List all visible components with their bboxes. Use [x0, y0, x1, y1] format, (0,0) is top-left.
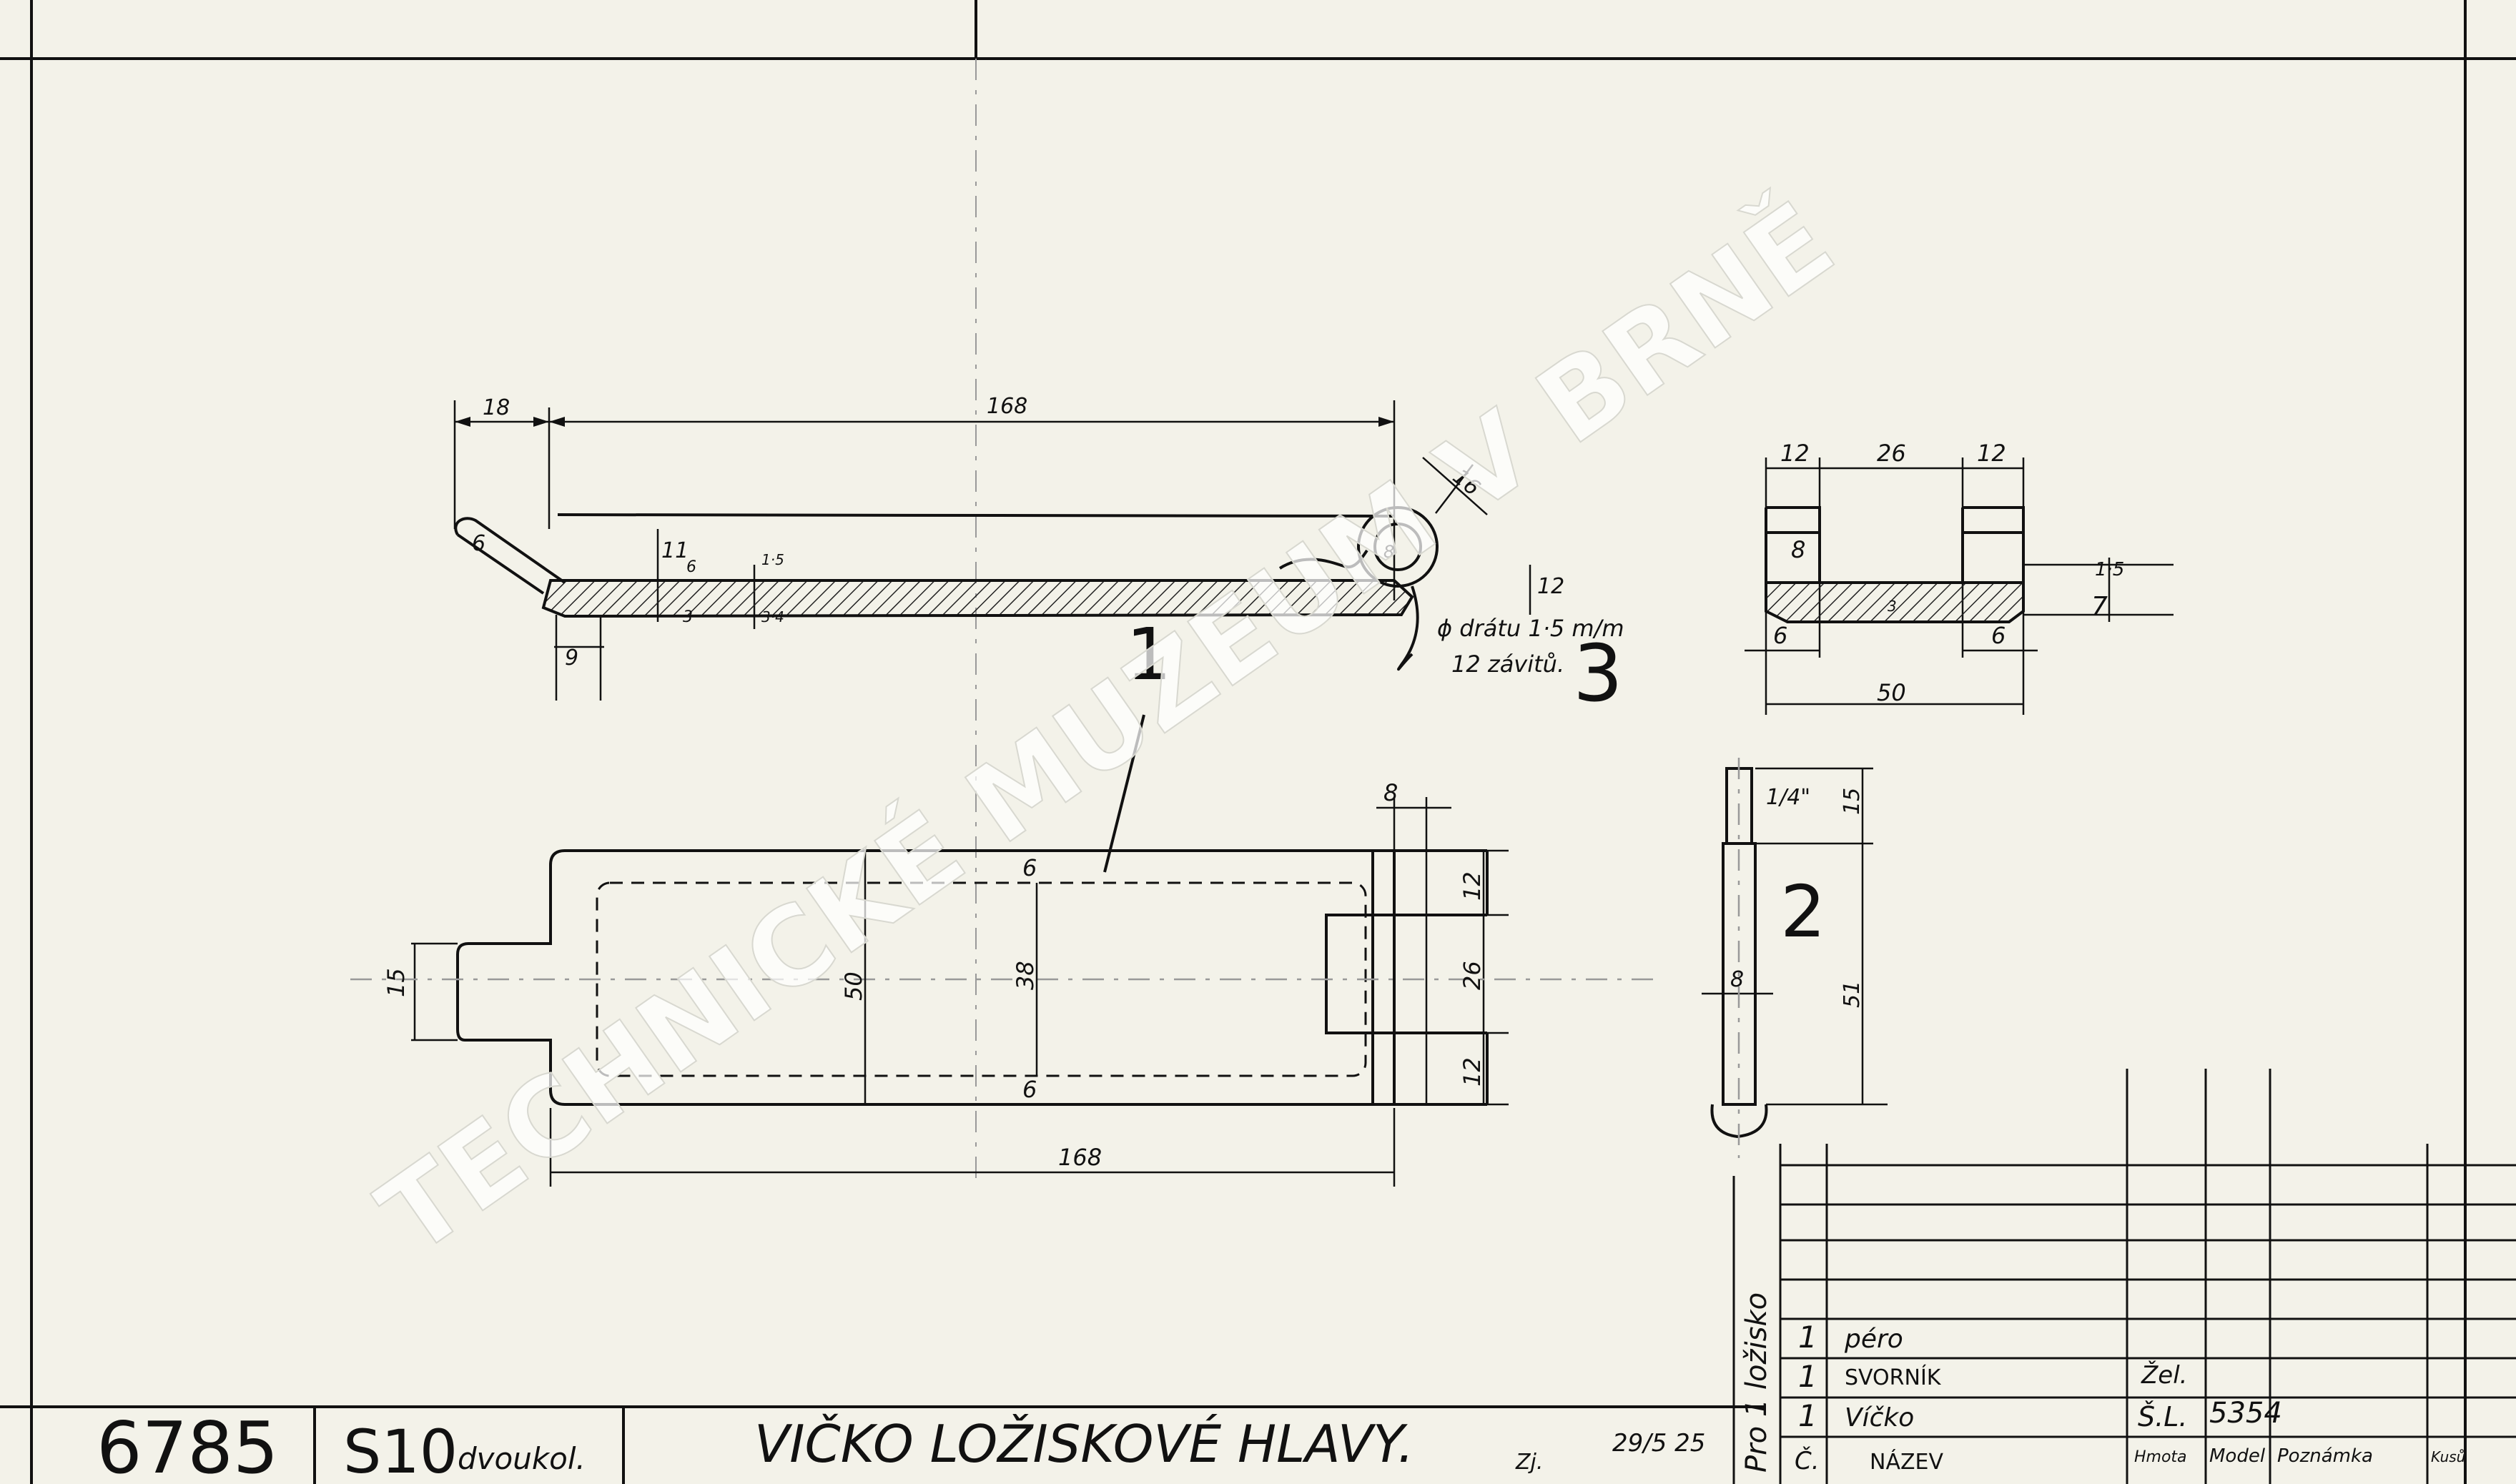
- dim-sec-12a: 12: [1780, 440, 1810, 467]
- dim-side-12: 12: [1537, 574, 1564, 599]
- title-block: 6785 S10 dvoukol. VIČKO LOŽISKOVÉ HLAVY.…: [97, 1069, 2516, 1484]
- dim-sec-6b: 6: [1991, 622, 2006, 649]
- row-2-name: SVORNÍK: [1845, 1365, 1942, 1390]
- handle-lug: [454, 513, 1395, 595]
- dim-plan-6b: 6: [1022, 1076, 1037, 1103]
- dim-sec-12b: 12: [1977, 440, 2006, 467]
- dim-side-9: 9: [565, 645, 578, 671]
- series-note: dvoukol.: [458, 1441, 586, 1476]
- side-note: Pro 1 ložisko: [1740, 1292, 1773, 1473]
- plan-view: 8 15 50 38 6 6 12 26 12 168: [350, 779, 1659, 1187]
- dim-plan-12b: 12: [1459, 1057, 1486, 1087]
- dim-bolt-15: 15: [1840, 788, 1865, 815]
- row-2-material: Žel.: [2141, 1360, 2187, 1390]
- dim-side-6: 6: [472, 531, 485, 556]
- drawing-date: 29/5 25: [1612, 1429, 1705, 1458]
- row-2-qty: 1: [1798, 1359, 1817, 1394]
- dim-side-3-4: 3·4: [761, 608, 784, 625]
- row-3-model: 5354: [2209, 1397, 2282, 1430]
- dim-plan-6a: 6: [1022, 854, 1037, 881]
- header-pieces: Kusů: [2431, 1448, 2465, 1465]
- dim-plan-15: 15: [383, 968, 410, 997]
- dim-sec-7: 7: [2091, 592, 2108, 621]
- dim-side-18: 18: [483, 395, 510, 420]
- part-3-label: 3: [1573, 628, 1623, 719]
- side-view: 18 168 16 6 11 6 3 1·5 3·4 12 9 8 ϕ drát…: [453, 394, 1624, 873]
- dim-plan-26: 26: [1459, 961, 1486, 990]
- dim-side-168: 168: [987, 394, 1027, 419]
- header-name: NÁZEV: [1870, 1449, 1943, 1475]
- dim-bolt-thread: 1/4": [1766, 785, 1810, 810]
- dim-sec-26: 26: [1877, 440, 1906, 467]
- header-model: Model: [2209, 1445, 2266, 1467]
- dim-sec-8: 8: [1791, 536, 1805, 563]
- dim-bolt-51: 51: [1840, 981, 1865, 1008]
- dim-side-6b: 6: [686, 558, 696, 576]
- row-3-name: Víčko: [1845, 1403, 1914, 1433]
- wire-note-1: ϕ drátu 1·5 m/m: [1437, 615, 1624, 642]
- dim-side-11: 11: [661, 538, 689, 563]
- dim-plan-8: 8: [1383, 779, 1398, 806]
- bolt-view: 1/4" 15 8 51 2: [1702, 758, 1888, 1158]
- series-label: S10: [343, 1417, 458, 1484]
- header-remark: Poznámka: [2277, 1445, 2373, 1467]
- drawing-initials: Zj.: [1515, 1450, 1543, 1475]
- header-no: Č.: [1795, 1446, 1820, 1475]
- section-view: 12 26 12 8 3 1·5 7 6 6 50: [1745, 440, 2174, 715]
- dim-sec-3: 3: [1888, 598, 1897, 615]
- wire-note-2: 12 závitů.: [1451, 651, 1564, 678]
- part-2-label: 2: [1780, 870, 1826, 954]
- hinge-eye: [1278, 506, 1439, 671]
- dim-bolt-8: 8: [1730, 967, 1744, 992]
- dim-sec-1-5: 1·5: [2095, 559, 2124, 580]
- row-3-material: Š.L.: [2138, 1401, 2187, 1433]
- drawing-number: 6785: [97, 1406, 279, 1484]
- dim-plan-38: 38: [1012, 961, 1039, 990]
- row-3-qty: 1: [1798, 1398, 1817, 1433]
- dim-sec-6a: 6: [1773, 622, 1787, 649]
- header-weight: Hmota: [2134, 1448, 2187, 1466]
- dim-plan-50: 50: [840, 971, 867, 1001]
- dim-plan-168: 168: [1058, 1144, 1102, 1171]
- dim-sec-50: 50: [1877, 679, 1906, 706]
- drawing-title: VIČKO LOŽISKOVÉ HLAVY.: [754, 1414, 1414, 1474]
- part-1-label: 1: [1126, 613, 1172, 696]
- dim-side-3: 3: [683, 608, 693, 626]
- row-1-qty: 1: [1798, 1320, 1817, 1355]
- row-1-name: péro: [1844, 1325, 1903, 1354]
- dim-side-8: 8: [1383, 542, 1394, 562]
- dim-side-1-5: 1·5: [761, 551, 784, 568]
- dim-plan-12a: 12: [1459, 871, 1486, 901]
